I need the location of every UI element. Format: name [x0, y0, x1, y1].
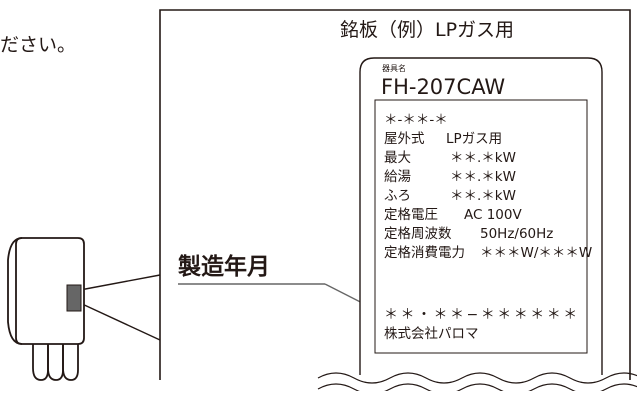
spec-row-frequency: 定格周波数 50Hz/60Hz — [384, 226, 553, 242]
spec-row-type: 屋外式 LPガス用 — [384, 131, 502, 147]
nameplate-heading: 銘板（例）LPガス用 — [340, 19, 515, 41]
model-name-label: 器具名 — [382, 64, 406, 73]
leader-line-bottom — [79, 302, 161, 341]
spec-value: ＊＊.＊kW — [450, 188, 516, 204]
nameplate-badge — [66, 284, 82, 312]
spec-key: 定格電圧 — [384, 207, 438, 223]
spec-row-hot-water: 給湯 ＊＊.＊kW — [384, 169, 516, 185]
spec-key: 屋外式 — [384, 131, 425, 147]
model-number: FH-207CAW — [381, 75, 506, 99]
spec-value: ＊＊.＊kW — [450, 169, 516, 185]
spec-value: ＊＊＊W/＊＊＊W — [480, 245, 593, 261]
callout-frame — [159, 9, 631, 380]
spec-value: LPガス用 — [446, 131, 503, 147]
spec-row-max: 最大 ＊＊.＊kW — [384, 150, 516, 166]
spec-key: 定格周波数 — [384, 226, 452, 242]
manufacturer-name: 株式会社パロマ — [384, 326, 479, 342]
water-heater-icon — [7, 237, 85, 381]
manufacture-date-label: 製造年月 — [178, 254, 270, 280]
spec-key: 定格消費電力 — [384, 245, 465, 261]
product-code: ＊-＊＊-＊ — [384, 112, 448, 128]
spec-key: 最大 — [384, 150, 411, 166]
spec-row-power: 定格消費電力 ＊＊＊W/＊＊＊W — [384, 245, 592, 261]
spec-value: ＊＊.＊kW — [450, 150, 516, 166]
spec-value: AC 100V — [464, 207, 522, 223]
serial-number: ＊＊・＊＊−＊＊＊＊＊＊ — [384, 307, 580, 323]
spec-value: 50Hz/60Hz — [480, 226, 554, 242]
nameplate-info-box — [374, 99, 588, 354]
nameplate-outline — [359, 57, 603, 375]
wavy-break-line-1 — [317, 372, 637, 384]
spec-row-bath: ふろ ＊＊.＊kW — [384, 188, 516, 204]
intro-text: ださい。 — [0, 34, 77, 56]
spec-row-voltage: 定格電圧 AC 100V — [384, 207, 522, 223]
spec-key: 給湯 — [384, 169, 411, 185]
spec-key: ふろ — [384, 188, 411, 204]
leader-line-top — [79, 274, 161, 291]
